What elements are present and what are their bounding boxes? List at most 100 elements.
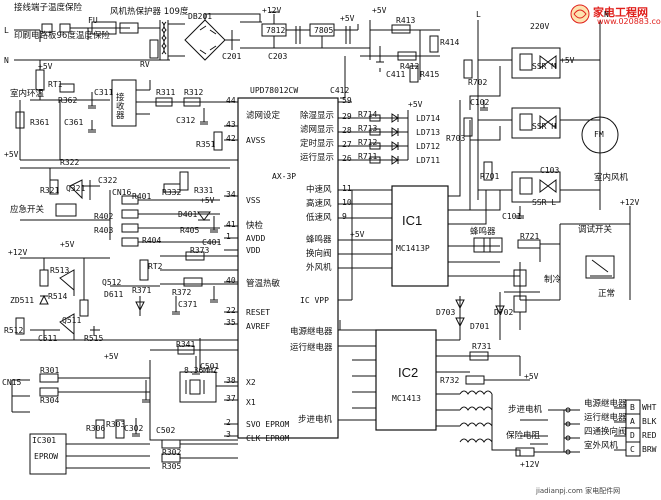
mcu-pin-run-relay: 运行继电器: [290, 343, 333, 353]
wire-wht: WHT: [642, 403, 657, 412]
receiver-label: 接收器: [116, 93, 125, 121]
conn-outdoor-fan: 室外风机: [584, 441, 619, 451]
r413: R413: [396, 16, 416, 25]
c312: C312: [176, 116, 196, 125]
q321: Q321: [66, 184, 86, 193]
pin-num-28: 28: [342, 126, 352, 135]
r513: R513: [50, 266, 70, 275]
pin-num-44: 44: [226, 96, 236, 105]
output-connector: [548, 399, 641, 457]
fuse-res-label: 保险电阻: [506, 431, 541, 441]
p5v-left: +5V: [4, 150, 19, 159]
r312: R312: [184, 88, 204, 97]
p12v-left: +12V: [8, 248, 28, 257]
r403: R403: [94, 226, 114, 235]
mid-plus5: +5V: [350, 230, 365, 239]
cn16: CN16: [112, 188, 132, 197]
c203: C203: [268, 52, 288, 61]
ld714: LD714: [416, 114, 441, 123]
p5v-c501: +5V: [104, 352, 119, 361]
mcu-pin-mid-fan: 中速风: [306, 185, 332, 195]
mcu-pin-pipe-temp: 管温热敏: [246, 279, 281, 289]
q512: Q512: [102, 278, 122, 287]
mcu-pin-vss: VSS: [246, 196, 261, 205]
xtal-freq: 8.36MHZ: [184, 366, 218, 375]
ssr-m: SSR M: [532, 62, 557, 71]
mcu-pin-svo: SVO EPROM: [246, 420, 290, 429]
mcu-pin-timer-disp: 定时显示: [300, 139, 335, 149]
site-logo: 家电工程网 www.020883.com: [567, 2, 661, 28]
c502: C502: [156, 426, 176, 435]
p5v-reset: +5V: [60, 240, 75, 249]
c511: C511: [38, 334, 58, 343]
r361: R361: [30, 118, 50, 127]
r401: R401: [132, 192, 152, 201]
r322: R322: [60, 158, 80, 167]
mcu-pin-buzzer: 蜂鸣器: [306, 235, 332, 245]
mcu-pin-high-fan: 高速风: [306, 199, 332, 209]
pin-num-2: 2: [226, 418, 231, 427]
cn15: CN15: [2, 378, 22, 387]
title-line1: 接线端子温度保险: [14, 3, 83, 13]
pin-num-29: 29: [342, 112, 352, 121]
r341: R341: [176, 340, 196, 349]
u7805: 7805: [314, 26, 334, 35]
ic1-label: IC1: [402, 213, 423, 228]
mcu-pin-low-fan: 低速风: [306, 213, 332, 223]
q511: Q511: [62, 316, 82, 325]
mcu-pin-dehumid-disp: 除湿显示: [300, 111, 335, 121]
u7812: 7812: [266, 26, 286, 35]
c501: C501: [200, 362, 220, 371]
ld713: LD713: [416, 128, 441, 137]
d611: D611: [104, 290, 124, 299]
r415: R415: [420, 70, 440, 79]
crystal-section: [142, 338, 238, 441]
logo-url: www.020883.com: [597, 17, 661, 26]
net-l-right: L: [476, 10, 481, 19]
p5v-top2: +5V: [372, 6, 387, 15]
reset-section: [15, 251, 238, 341]
logo-name: 家电工程网: [593, 6, 648, 19]
mcu-pin-avref: AVREF: [246, 322, 271, 331]
p5v-ssr: +5V: [560, 56, 575, 65]
r302: R302: [162, 448, 182, 457]
r412: R412: [400, 62, 420, 71]
p12v-bottom: +12V: [520, 460, 540, 469]
left-analog-section: [15, 60, 238, 247]
r303: R303: [106, 420, 126, 429]
ld712: LD712: [416, 142, 441, 151]
pin-num-43: 43: [226, 120, 236, 129]
wire-red: RED: [642, 431, 657, 440]
buzzer-label: 蜂鸣器: [470, 227, 496, 237]
mcu-pin-ic-vpp: IC VPP: [300, 296, 329, 305]
r311: R311: [156, 88, 176, 97]
mcu-pin-power-relay: 电源继电器: [290, 327, 333, 337]
mcu-pin-run-disp: 运行显示: [300, 153, 335, 163]
r702: R702: [468, 78, 488, 87]
r332: R332: [162, 188, 182, 197]
conn-letter-d: D: [630, 431, 635, 440]
rt1: RT1: [48, 80, 63, 89]
r373: R373: [190, 246, 210, 255]
r712: R712: [358, 138, 378, 147]
mcu-pin-x1: X1: [246, 398, 256, 407]
pin-num-22: 22: [226, 306, 236, 315]
pin-num-9: 9: [342, 212, 347, 221]
wire-brw: BRW: [642, 445, 657, 454]
net-n-right: N: [604, 10, 609, 19]
net-l-top: L: [4, 26, 9, 35]
mcu-pin-clk: CLK EPROM: [246, 434, 290, 443]
v220-label: 220V: [530, 22, 550, 31]
r512: R512: [4, 326, 24, 335]
r321: R321: [40, 186, 60, 195]
mcu-pin-reset: RESET: [246, 308, 271, 317]
r714: R714: [358, 110, 378, 119]
ic2-part: MC1413: [392, 394, 421, 403]
fu-label: FU: [88, 16, 98, 25]
c101: C101: [502, 212, 522, 221]
r301: R301: [40, 366, 60, 375]
c401: C401: [202, 238, 222, 247]
indoor-temp-label: 室内环温: [10, 89, 45, 99]
stepper-label: 步进电机: [508, 405, 543, 415]
normal-label: 正常: [598, 289, 616, 299]
